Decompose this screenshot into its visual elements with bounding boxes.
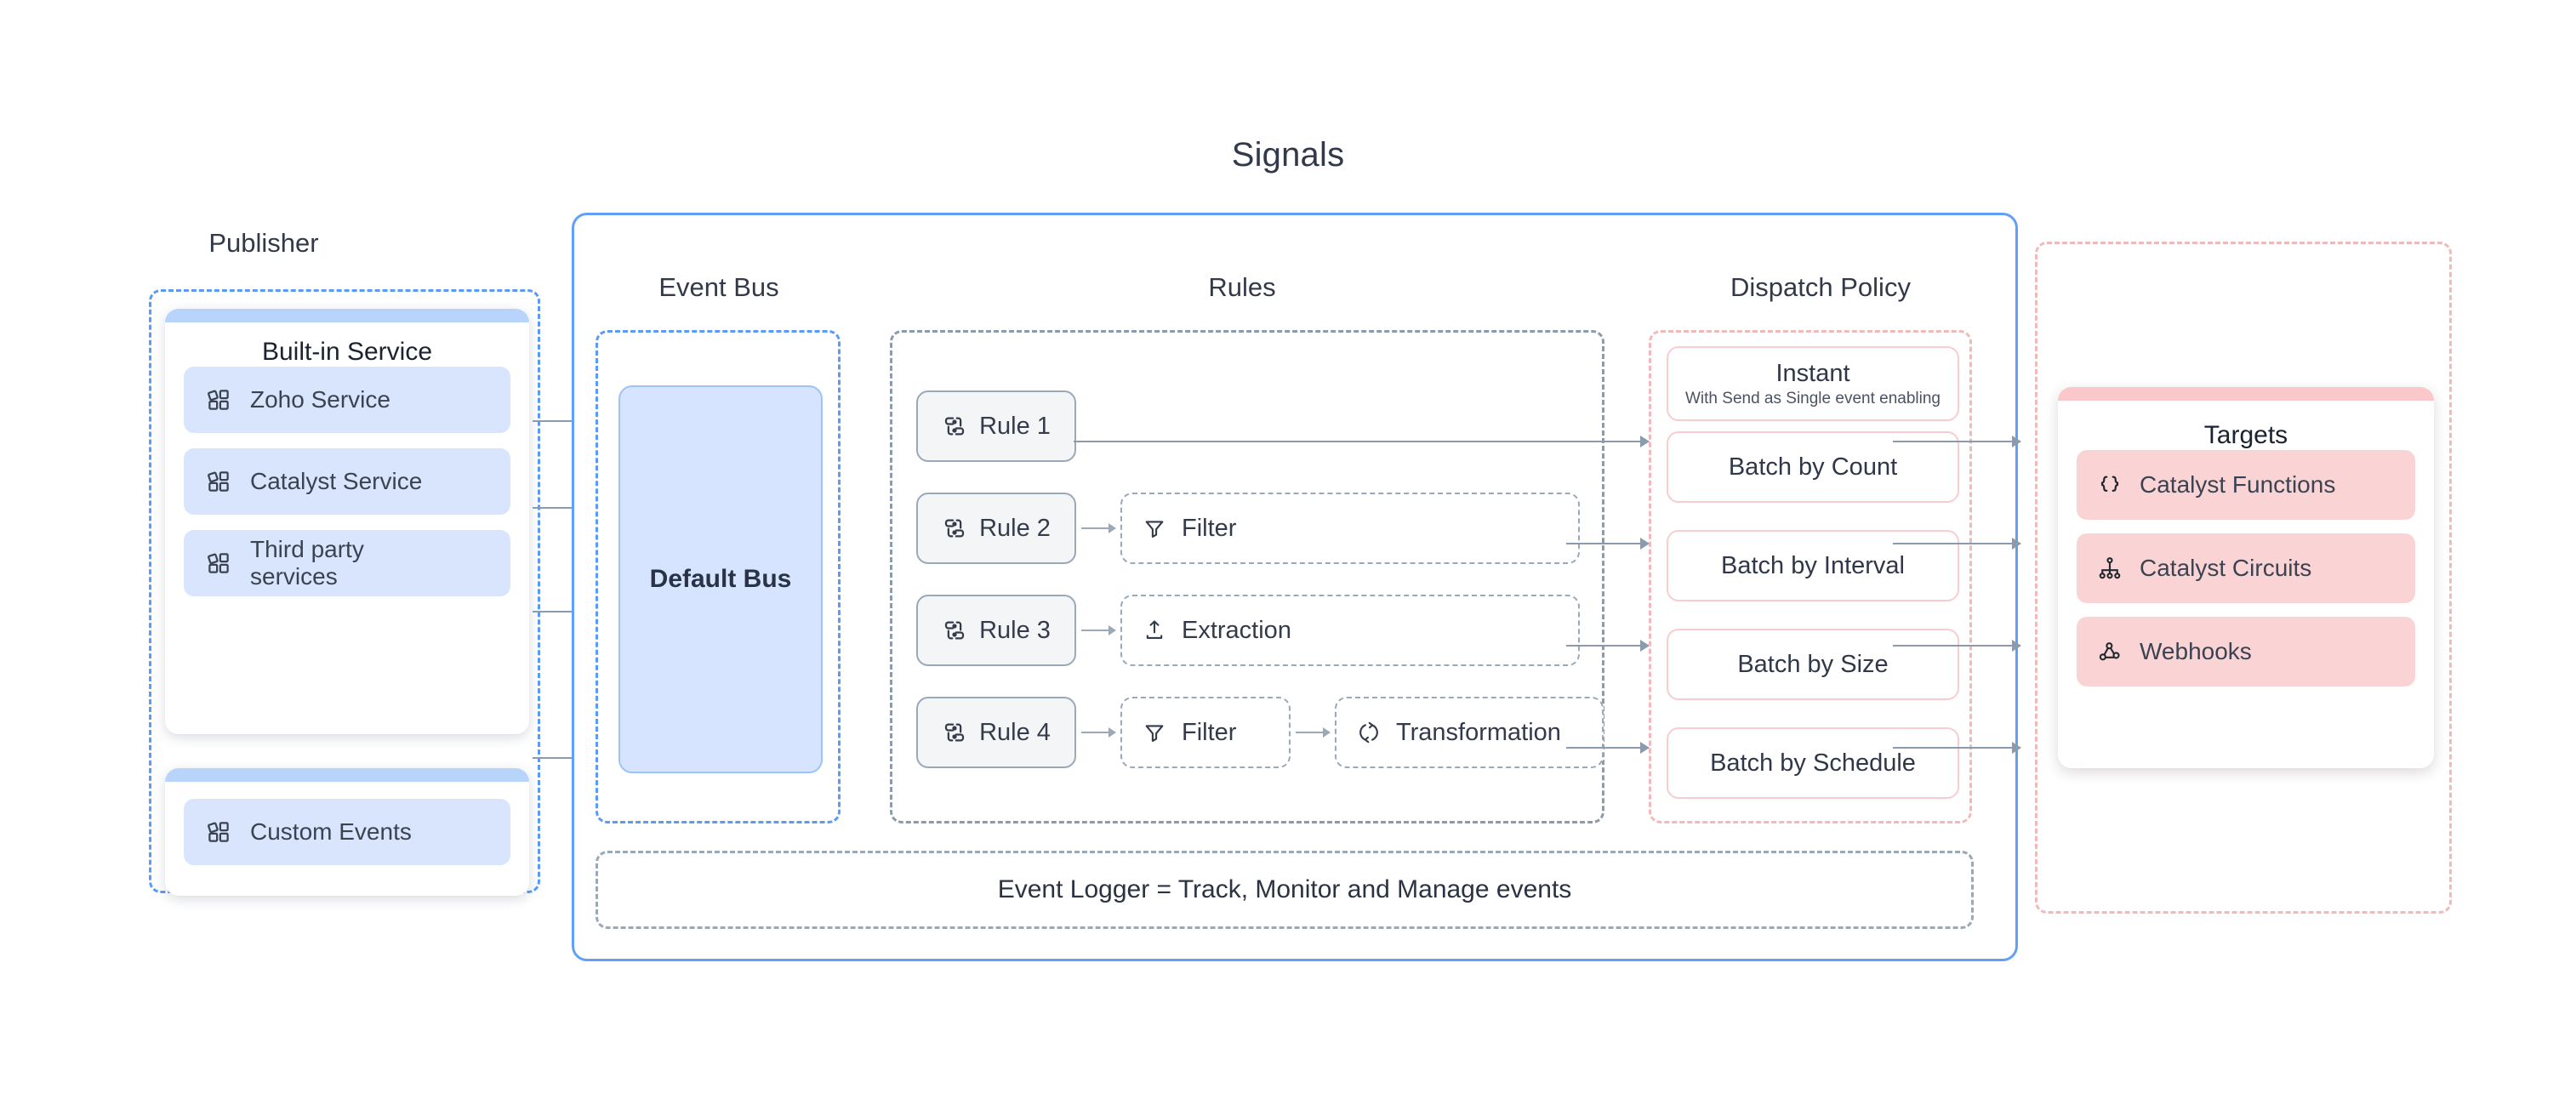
apps-grid-icon — [208, 553, 229, 573]
rule-chip-3[interactable]: Rule 3 — [916, 595, 1076, 666]
dispatch-item-label: Instant — [1775, 359, 1850, 387]
publisher-item-custom-events[interactable]: Custom Events — [184, 799, 510, 865]
targets-zone: Targets Catalyst Functions — [2035, 242, 2452, 914]
webhook-icon — [2099, 642, 2120, 661]
publisher-item-label: Third party services — [250, 535, 364, 590]
rule-link-icon — [944, 723, 965, 742]
rule-chip-1[interactable]: Rule 1 — [916, 390, 1076, 462]
stage-extraction[interactable]: Extraction — [1120, 595, 1580, 666]
rule-row: Rule 1 — [916, 390, 1076, 462]
arrow-dispatch-to-targets-4 — [1893, 742, 2021, 754]
stage-filter[interactable]: Filter — [1120, 697, 1291, 768]
dispatch-item-label: Batch by Size — [1737, 650, 1889, 678]
rule-row: Rule 3 Extraction — [916, 595, 1580, 666]
arrow-rule-to-stage — [1081, 523, 1116, 533]
event-bus-header: Event Bus — [658, 272, 779, 302]
target-item-catalyst-circuits[interactable]: Catalyst Circuits — [2077, 533, 2415, 603]
arrow-rule-to-stage — [1081, 625, 1116, 635]
arrow-rule4-to-dispatch — [1566, 742, 1650, 754]
targets-title: Targets — [2203, 421, 2288, 449]
arrow-dispatch-to-targets-2 — [1893, 538, 2021, 550]
target-item-label: Catalyst Functions — [2140, 471, 2336, 498]
arrow-dispatch-to-targets-1 — [1893, 436, 2021, 447]
rule-link-icon — [944, 621, 965, 640]
rule-chip-4[interactable]: Rule 4 — [916, 697, 1076, 768]
publisher-zone: Built-in Service Zoho Service Catalys — [149, 289, 540, 896]
targets-card: Targets Catalyst Functions — [2058, 387, 2434, 768]
publisher-item-zoho-service[interactable]: Zoho Service — [184, 367, 510, 433]
rule-label: Rule 2 — [979, 514, 1051, 542]
extraction-upload-icon — [1146, 620, 1163, 640]
arrow-stage-to-stage — [1296, 727, 1331, 738]
dispatch-item-batch-by-count[interactable]: Batch by Count — [1667, 431, 1959, 503]
publisher-item-third-party-services[interactable]: Third party services — [184, 530, 510, 596]
apps-grid-icon — [208, 822, 229, 842]
arrow-rule3-to-dispatch — [1566, 640, 1650, 652]
custom-events-card: Custom Events — [165, 768, 529, 896]
publisher-item-label: Custom Events — [250, 818, 412, 845]
event-bus-zone: Default Bus — [596, 330, 841, 823]
page-title: Signals — [1231, 136, 1345, 174]
rule-label: Rule 3 — [979, 616, 1051, 644]
publisher-item-catalyst-service[interactable]: Catalyst Service — [184, 448, 510, 515]
arrow-rule-to-stage — [1081, 727, 1116, 738]
rule-label: Rule 4 — [979, 718, 1051, 746]
stage-label: Transformation — [1396, 718, 1561, 746]
target-item-webhooks[interactable]: Webhooks — [2077, 617, 2415, 687]
stage-filter[interactable]: Filter — [1120, 493, 1580, 564]
event-logger-bar: Event Logger = Track, Monitor and Manage… — [596, 851, 1974, 929]
dispatch-policy-header: Dispatch Policy — [1730, 272, 1911, 302]
rule-label: Rule 1 — [979, 412, 1051, 440]
publisher-item-label: Zoho Service — [250, 385, 390, 413]
target-item-label: Webhooks — [2140, 638, 2252, 664]
target-item-label: Catalyst Circuits — [2140, 555, 2312, 581]
dispatch-item-sublabel: With Send as Single event enabling — [1685, 389, 1941, 407]
dispatch-item-batch-by-interval[interactable]: Batch by Interval — [1667, 530, 1959, 601]
rule-row: Rule 2 Filter — [916, 493, 1580, 564]
rule-link-icon — [944, 417, 965, 436]
dispatch-item-label: Batch by Count — [1728, 453, 1898, 481]
rule-link-icon — [944, 519, 965, 538]
builtin-service-card: Built-in Service Zoho Service Catalys — [165, 309, 529, 734]
dispatch-item-batch-by-size[interactable]: Batch by Size — [1667, 629, 1959, 700]
dispatch-policy-zone: Instant With Send as Single event enabli… — [1649, 330, 1972, 823]
arrow-rule1-to-dispatch — [1074, 436, 1650, 447]
stage-label: Filter — [1182, 718, 1237, 746]
stage-label: Extraction — [1182, 616, 1291, 644]
dispatch-item-batch-by-schedule[interactable]: Batch by Schedule — [1667, 727, 1959, 799]
publisher-header: Publisher — [208, 228, 319, 258]
filter-icon — [1145, 725, 1164, 742]
filter-icon — [1145, 521, 1164, 538]
hierarchy-tree-icon — [2099, 557, 2121, 579]
dispatch-item-label: Batch by Interval — [1721, 551, 1905, 579]
transformation-refresh-icon — [1359, 721, 1378, 744]
dispatch-item-instant[interactable]: Instant With Send as Single event enabli… — [1667, 346, 1959, 421]
curly-braces-icon — [2100, 476, 2119, 492]
apps-grid-icon — [208, 390, 229, 410]
rule-row: Rule 4 Filter Transformation — [916, 697, 1604, 768]
rules-header: Rules — [1208, 272, 1276, 302]
rules-zone: Rule 1 Rule 2 Filter — [890, 330, 1604, 823]
publisher-item-label: Catalyst Service — [250, 467, 423, 494]
stage-transformation[interactable]: Transformation — [1335, 697, 1604, 768]
builtin-service-title: Built-in Service — [261, 338, 433, 366]
target-item-catalyst-functions[interactable]: Catalyst Functions — [2077, 450, 2415, 520]
rule-chip-2[interactable]: Rule 2 — [916, 493, 1076, 564]
arrow-dispatch-to-targets-3 — [1893, 640, 2021, 652]
arrow-rule2-to-dispatch — [1566, 538, 1650, 550]
default-bus-node[interactable]: Default Bus — [618, 385, 823, 773]
apps-grid-icon — [208, 471, 229, 492]
stage-label: Filter — [1182, 514, 1237, 542]
dispatch-item-label: Batch by Schedule — [1710, 749, 1916, 777]
